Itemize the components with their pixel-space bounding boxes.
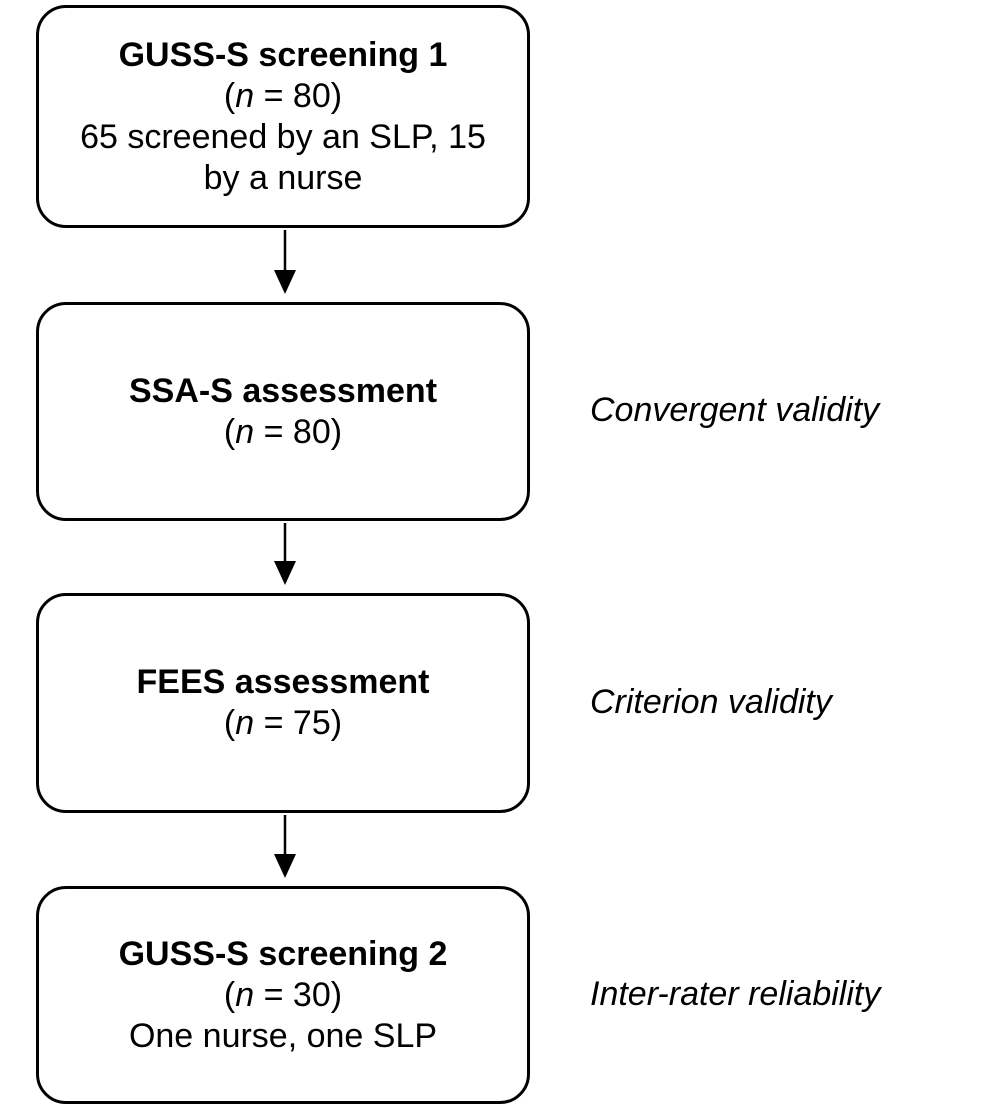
side-label-criterion-validity: Criterion validity <box>590 683 832 721</box>
flow-step-guss-s-screening-2: GUSS-S screening 2 (n = 30) One nurse, o… <box>36 886 530 1104</box>
flow-step-ssa-s-assessment: SSA-S assessment (n = 80) <box>36 302 530 521</box>
step-sample-size: (n = 80) <box>223 412 343 451</box>
arrow-3-to-4 <box>274 815 296 878</box>
step-sample-size: (n = 75) <box>223 704 343 742</box>
step-detail: 65 screened by an SLP, 15 by a nurse <box>80 117 486 197</box>
side-label-inter-rater-reliability: Inter-rater reliability <box>590 975 881 1013</box>
flow-step-guss-s-screening-1: GUSS-S screening 1 (n = 80) 65 screened … <box>36 5 530 228</box>
step-title: FEES assessment <box>136 663 430 701</box>
flow-step-fees-assessment: FEES assessment (n = 75) <box>36 593 530 813</box>
step-detail: One nurse, one SLP <box>128 1016 438 1055</box>
side-label-convergent-validity: Convergent validity <box>590 391 880 429</box>
step-sample-size: (n = 80) <box>223 76 343 115</box>
arrow-1-to-2 <box>274 230 296 294</box>
arrow-2-to-3 <box>274 523 296 585</box>
step-title: SSA-S assessment <box>128 371 438 410</box>
step-title: GUSS-S screening 2 <box>118 934 448 973</box>
step-sample-size: (n = 30) <box>223 975 343 1014</box>
step-title: GUSS-S screening 1 <box>118 35 448 74</box>
